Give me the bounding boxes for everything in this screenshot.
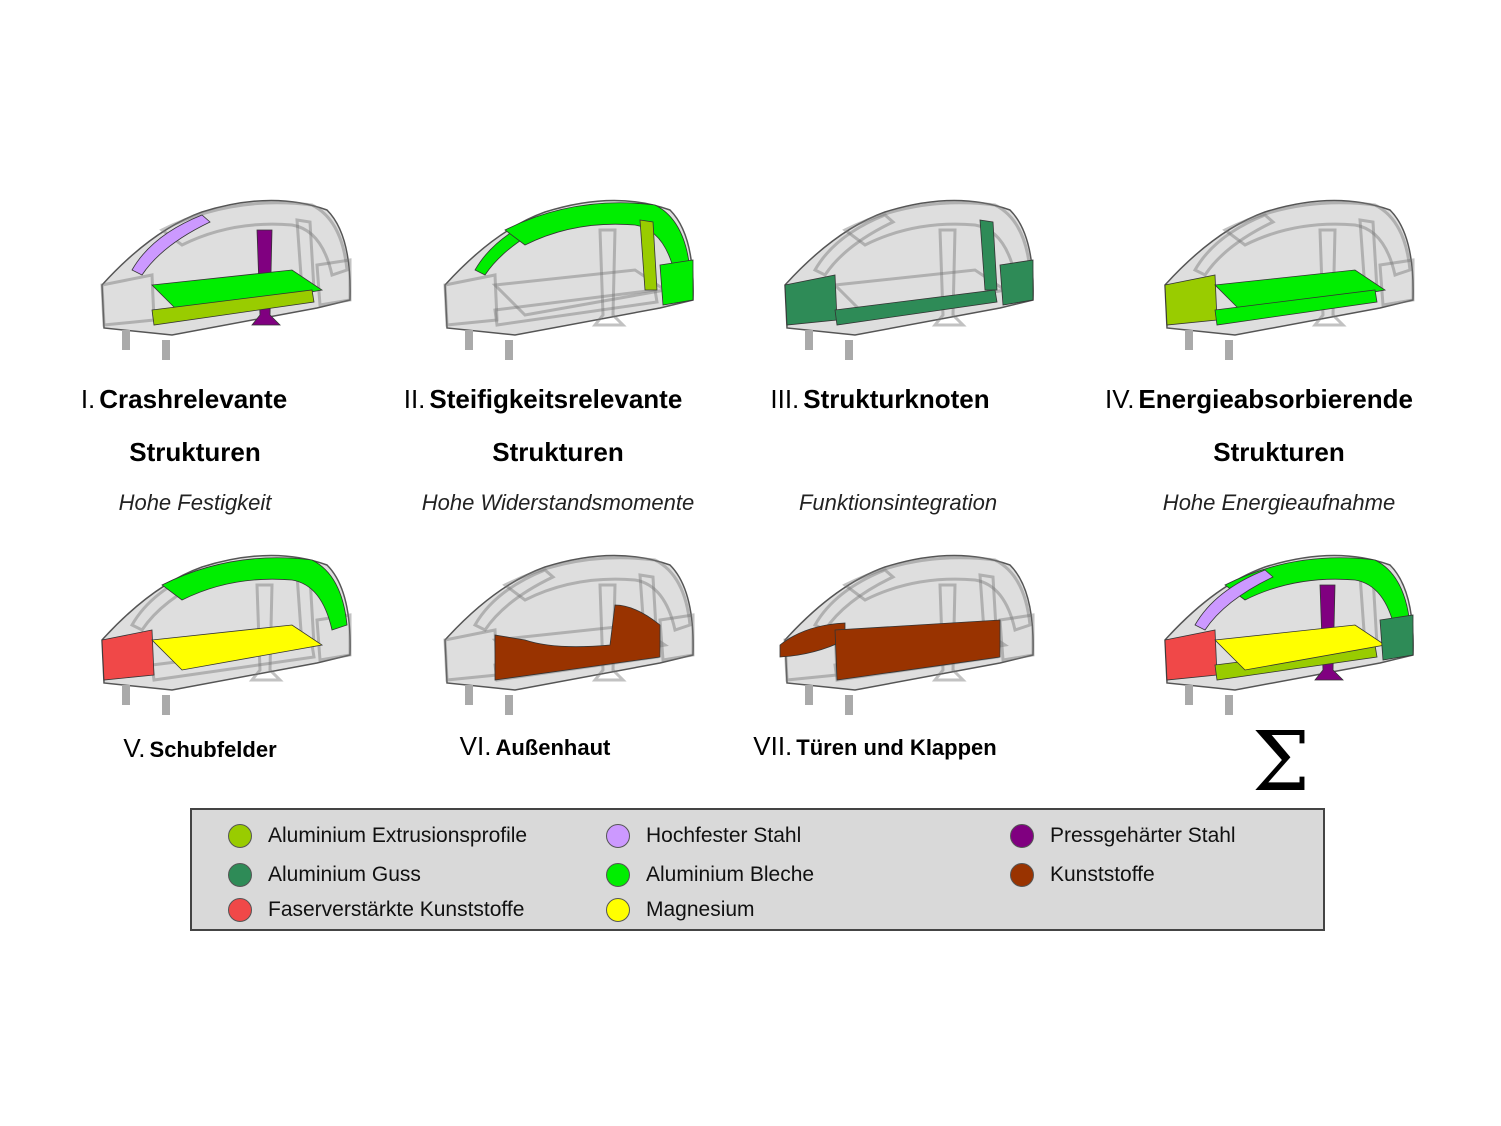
- mount-bracket: [505, 695, 513, 715]
- highlighted-part-front: [101, 629, 155, 681]
- highlighted-part-aRail: [1194, 569, 1274, 631]
- frame-part-roof: [159, 201, 349, 277]
- frame-part-bPillar: [591, 583, 627, 682]
- highlighted-part-rear: [659, 259, 694, 306]
- highlighted-part-sill: [151, 289, 315, 326]
- legend-item: Aluminium Extrusionsprofile: [228, 824, 527, 848]
- panel-subtitle-1: Hohe Festigkeit: [118, 490, 272, 515]
- frame-part-aRail: [472, 568, 556, 632]
- sum-symbol: Σ: [1252, 715, 1310, 810]
- legend-swatch: [228, 863, 252, 887]
- legend-swatch: [1010, 863, 1034, 887]
- frame-part-aRail: [812, 568, 896, 632]
- panel-subtitle-3: Funktionsintegration: [798, 490, 998, 515]
- mount-bracket: [162, 340, 170, 360]
- mount-bracket: [122, 330, 130, 350]
- legend-swatch: [228, 898, 252, 922]
- legend-swatch: [228, 824, 252, 848]
- highlighted-part-roof: [161, 557, 348, 631]
- car-body-doors-flaps: [779, 554, 1035, 715]
- panel-title-2b: Strukturen: [492, 437, 624, 467]
- material-legend: Aluminium Extrusionsprofile Aluminium Gu…: [190, 808, 1325, 931]
- panel-title-7: VII.Türen und Klappen: [753, 731, 997, 761]
- frame-part-aRail: [812, 213, 896, 277]
- frame-part-roof: [1222, 201, 1412, 277]
- mount-bracket: [465, 330, 473, 350]
- highlighted-part-floor: [1214, 269, 1387, 316]
- legend-item: Aluminium Guss: [228, 863, 421, 887]
- mount-bracket: [1225, 340, 1233, 360]
- frame-part-roof: [842, 556, 1032, 632]
- frame-part-front: [443, 273, 499, 327]
- frame-part-roof: [502, 556, 692, 632]
- highlighted-part-sill: [834, 289, 998, 326]
- legend-swatch: [1010, 824, 1034, 848]
- frame-part-rear: [315, 258, 352, 307]
- car-frame: [101, 554, 351, 691]
- frame-part-rear: [998, 613, 1035, 662]
- frame-part-aRail: [1192, 213, 1276, 277]
- highlighted-part-floor: [151, 624, 324, 671]
- legend-item: Hochfester Stahl: [606, 824, 801, 848]
- highlighted-part-sill: [1214, 289, 1378, 326]
- mount-bracket: [805, 685, 813, 705]
- frame-part-bPillar: [248, 583, 284, 682]
- legend-item: Aluminium Bleche: [606, 863, 814, 887]
- frame-part-bPillar: [931, 583, 967, 682]
- car-body-structural-nodes: [784, 199, 1034, 360]
- legend-item: Kunststoffe: [1010, 863, 1155, 887]
- mount-bracket: [1185, 330, 1193, 350]
- panel-title-4b: Strukturen: [1213, 437, 1345, 467]
- highlighted-part-rear: [1379, 614, 1414, 661]
- highlighted-part-skinSide: [494, 604, 661, 681]
- frame-part-rear: [658, 613, 695, 662]
- highlighted-part-floor: [151, 269, 324, 316]
- frame-part-sill: [493, 288, 659, 327]
- frame-part-bPillar: [591, 228, 627, 327]
- legend-swatch: [606, 863, 630, 887]
- legend-swatch: [606, 898, 630, 922]
- highlighted-part-cPillar: [639, 219, 658, 291]
- panel-subtitle-4: Hohe Energieaufnahme: [1162, 490, 1396, 515]
- legend-item: Faserverstärkte Kunststoffe: [228, 898, 524, 922]
- legend-item: Magnesium: [606, 898, 755, 922]
- panel-title-6: VI.Außenhaut: [459, 731, 611, 761]
- highlighted-part-aRail: [131, 214, 211, 276]
- car-body-shear-panels: [101, 554, 352, 715]
- frame-part-bPillar: [1311, 228, 1347, 327]
- mount-bracket: [1225, 695, 1233, 715]
- car-body-crash-structures: [100, 199, 352, 360]
- legend-swatch: [606, 824, 630, 848]
- highlighted-part-cPillar: [979, 219, 998, 291]
- panel-title-3: III.Strukturknoten: [770, 384, 990, 414]
- mount-bracket: [505, 340, 513, 360]
- panel-title-1b: Strukturen: [129, 437, 261, 467]
- car-body-stiffness-structures: [443, 199, 694, 360]
- panel-title-2: II.Steifigkeitsrelevante: [403, 384, 683, 414]
- car-body-energy-absorbing: [1164, 199, 1415, 360]
- panel-title-4: IV.Energieabsorbierende: [1105, 384, 1413, 414]
- legend-item: Pressgehärter Stahl: [1010, 824, 1236, 848]
- mount-bracket: [845, 695, 853, 715]
- panel-subtitle-2: Hohe Widerstandsmomente: [421, 490, 695, 515]
- highlighted-part-door: [834, 619, 1001, 681]
- panel-title-1: I.Crashrelevante: [80, 384, 288, 414]
- frame-part-rear: [1378, 258, 1415, 307]
- frame-part-bPillar: [931, 228, 967, 327]
- highlighted-part-rear: [999, 259, 1034, 306]
- mount-bracket: [122, 685, 130, 705]
- mount-bracket: [845, 340, 853, 360]
- mount-bracket: [465, 685, 473, 705]
- car-body-outer-skin: [443, 554, 695, 715]
- car-body-sum: [1164, 554, 1414, 715]
- mount-bracket: [805, 330, 813, 350]
- mount-bracket: [1185, 685, 1193, 705]
- panel-title-5: V.Schubfelder: [123, 733, 277, 763]
- mount-bracket: [162, 695, 170, 715]
